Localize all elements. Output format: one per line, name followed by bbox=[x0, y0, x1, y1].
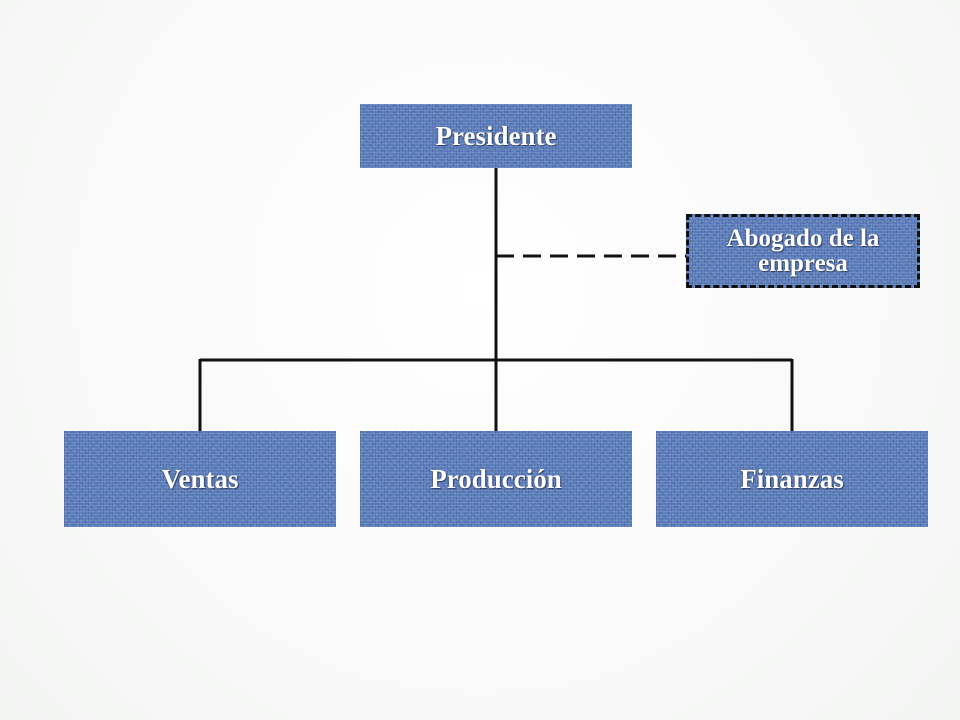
node-presidente: Presidente bbox=[360, 104, 632, 168]
node-produccion-label: Producción bbox=[430, 463, 562, 494]
node-ventas-label: Ventas bbox=[161, 463, 239, 494]
node-abogado-label: Abogado de la empresa bbox=[726, 225, 880, 277]
node-presidente-label: Presidente bbox=[435, 120, 557, 151]
node-abogado-staff: Abogado de la empresa bbox=[686, 214, 920, 288]
node-finanzas-label: Finanzas bbox=[740, 463, 844, 494]
node-ventas: Ventas bbox=[64, 431, 336, 527]
node-finanzas: Finanzas bbox=[656, 431, 928, 527]
node-produccion: Producción bbox=[360, 431, 632, 527]
